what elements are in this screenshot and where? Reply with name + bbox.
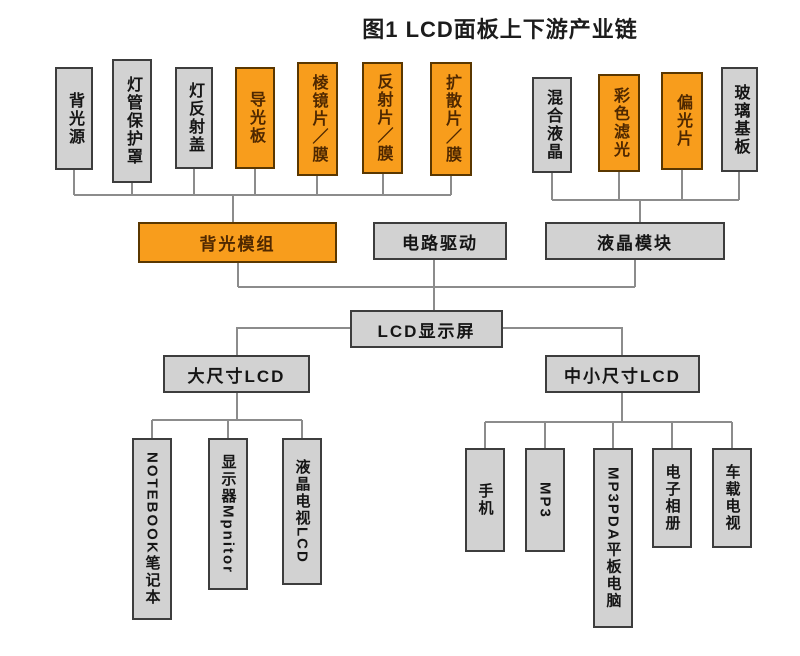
node-label: 显示器Mpnitor bbox=[219, 454, 237, 574]
node-mp3: MP3 bbox=[525, 448, 565, 552]
node-circuit-driver: 电路驱动 bbox=[373, 222, 507, 260]
node-mixed-liquid-crystal: 混合液晶 bbox=[532, 77, 572, 173]
node-label: 电子相册 bbox=[663, 464, 681, 532]
node-backlight-source: 背光源 bbox=[55, 67, 93, 170]
node-label: 偏光片 bbox=[674, 94, 691, 148]
node-notebook: NOTEBOOK笔记本 bbox=[132, 438, 172, 620]
node-digital-photo-frame: 电子相册 bbox=[652, 448, 692, 548]
node-monitor: 显示器Mpnitor bbox=[208, 438, 248, 590]
node-label: 液晶电视LCD bbox=[293, 459, 311, 564]
node-small-medium-lcd: 中小尺寸LCD bbox=[545, 355, 700, 393]
node-mobile-phone: 手机 bbox=[465, 448, 505, 552]
node-lcd-display: LCD显示屏 bbox=[350, 310, 503, 348]
node-backlight-module: 背光模组 bbox=[138, 222, 337, 263]
node-glass-substrate: 玻璃基板 bbox=[721, 67, 758, 172]
node-label: 手机 bbox=[476, 483, 494, 517]
node-reflector-sheet: 反射片／膜 bbox=[362, 62, 403, 174]
node-label: 扩散片／膜 bbox=[443, 74, 460, 164]
node-label: 灯反射盖 bbox=[186, 82, 203, 154]
node-lcd-tv: 液晶电视LCD bbox=[282, 438, 322, 585]
node-car-tv: 车载电视 bbox=[712, 448, 752, 548]
node-label: 反射片／膜 bbox=[374, 73, 392, 163]
node-label: 彩色滤光 bbox=[611, 87, 628, 159]
node-label: 背光源 bbox=[66, 91, 83, 146]
node-label: 车载电视 bbox=[723, 464, 741, 532]
node-label: 背光模组 bbox=[199, 235, 276, 254]
node-label: 玻璃基板 bbox=[731, 83, 749, 156]
node-label: 电路驱动 bbox=[402, 233, 478, 253]
node-label: 导光板 bbox=[247, 91, 264, 145]
node-mp3-pda-tablet: MP3PDA平板电脑 bbox=[593, 448, 633, 628]
node-label: 中小尺寸LCD bbox=[564, 366, 681, 386]
node-label: MP3PDA平板电脑 bbox=[604, 466, 622, 610]
node-lcd-module: 液晶模块 bbox=[545, 222, 725, 260]
node-label: LCD显示屏 bbox=[377, 321, 476, 341]
node-label: 灯管保护罩 bbox=[124, 76, 141, 166]
node-large-size-lcd: 大尺寸LCD bbox=[163, 355, 310, 393]
node-polarizer: 偏光片 bbox=[661, 72, 703, 170]
node-label: MP3 bbox=[536, 481, 554, 519]
node-light-guide-plate: 导光板 bbox=[235, 67, 275, 169]
node-label: 混合液晶 bbox=[544, 89, 561, 161]
node-label: 液晶模块 bbox=[597, 233, 673, 253]
node-diffuser-sheet: 扩散片／膜 bbox=[430, 62, 472, 176]
node-color-filter: 彩色滤光 bbox=[598, 74, 640, 172]
node-label: 棱镜片／膜 bbox=[309, 74, 327, 164]
node-lamp-reflector-cover: 灯反射盖 bbox=[175, 67, 213, 169]
diagram-title: 图1 LCD面板上下游产业链 bbox=[362, 17, 638, 42]
node-label: 大尺寸LCD bbox=[187, 366, 286, 386]
node-lamp-protect-cover: 灯管保护罩 bbox=[112, 59, 152, 183]
node-prism-sheet: 棱镜片／膜 bbox=[297, 62, 338, 176]
node-label: NOTEBOOK笔记本 bbox=[143, 452, 161, 606]
